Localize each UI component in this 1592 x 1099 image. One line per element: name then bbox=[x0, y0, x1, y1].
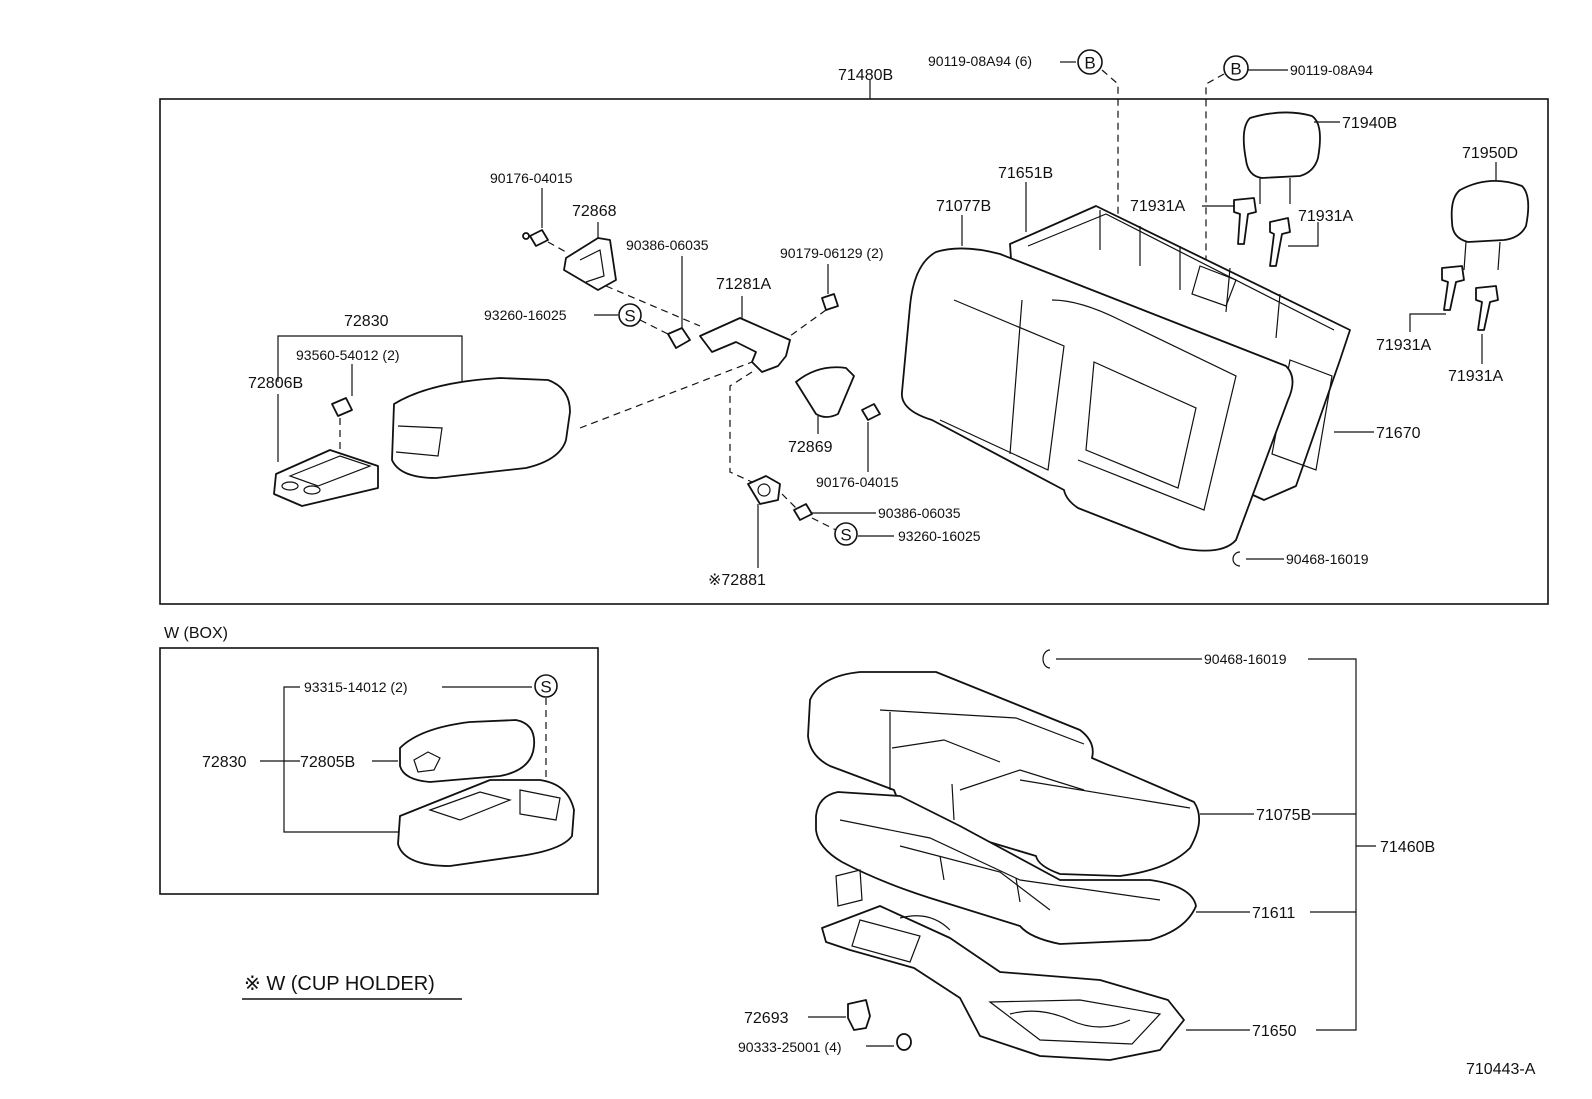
label-nut-upper: 90386-06035 bbox=[626, 237, 709, 253]
bracket-lower bbox=[795, 366, 855, 418]
marker-s-lower bbox=[834, 522, 858, 546]
hog-ring-cushion-icon bbox=[1042, 649, 1051, 669]
seatback-frame bbox=[159, 98, 1549, 605]
label-cup-holder: ※72881 bbox=[708, 572, 766, 589]
label-bracket-upper: 72868 bbox=[572, 203, 617, 220]
box-lid bbox=[399, 719, 536, 783]
label-frame: 71651B bbox=[998, 165, 1053, 182]
label-bushing-upper: 93260-16025 bbox=[484, 307, 567, 323]
label-nut-lower: 90386-06035 bbox=[878, 505, 961, 521]
screw-lower-icon bbox=[861, 403, 881, 421]
hog-ring-icon bbox=[1232, 551, 1241, 567]
armrest bbox=[391, 377, 571, 479]
cushion-frame bbox=[821, 869, 1185, 1061]
label-headrest-right: 71940B bbox=[1342, 115, 1397, 132]
cushion-cover bbox=[807, 671, 1200, 877]
label-armrest-insert: 72806B bbox=[248, 375, 303, 392]
marker-s-box-text: S bbox=[540, 678, 551, 697]
label-cushion-frame: 71650 bbox=[1252, 1023, 1297, 1040]
screw-top-icon bbox=[522, 229, 549, 247]
label-support-1: 71931A bbox=[1130, 198, 1185, 215]
headrest-right bbox=[1242, 111, 1321, 204]
label-hog-ring: 90468-16019 bbox=[1286, 551, 1369, 567]
label-screw-lower: 90176-04015 bbox=[816, 474, 899, 490]
marker-b-right bbox=[1223, 55, 1249, 81]
support-1 bbox=[1233, 197, 1257, 245]
label-cushion-cover: 71075B bbox=[1256, 807, 1311, 824]
label-clip: 90333-25001 (4) bbox=[738, 1039, 842, 1055]
label-hinge: 71281A bbox=[716, 276, 771, 293]
box-base bbox=[397, 779, 575, 867]
label-screw-armrest: 93560-54012 (2) bbox=[296, 347, 400, 363]
nut-lower-icon bbox=[793, 503, 813, 521]
support-4 bbox=[1475, 285, 1499, 331]
support-2 bbox=[1269, 217, 1291, 267]
seatback-cover bbox=[901, 247, 1294, 552]
marker-b-left bbox=[1077, 49, 1103, 75]
cushion-pad bbox=[815, 791, 1197, 945]
label-seatback-assembly: 71480B bbox=[838, 67, 893, 84]
support-3 bbox=[1441, 265, 1465, 311]
label-bolt-b-6: 90119-08A94 (6) bbox=[928, 53, 1032, 69]
bracket-upper bbox=[563, 237, 617, 291]
label-headrest-left: 71950D bbox=[1462, 145, 1518, 162]
nut-upper-icon bbox=[667, 327, 691, 349]
label-bracket-lower: 72869 bbox=[788, 439, 833, 456]
screw-armrest-icon bbox=[331, 397, 353, 417]
label-bolt-b: 90119-08A94 bbox=[1290, 62, 1373, 78]
marker-s-box bbox=[534, 674, 558, 698]
label-nut-2: 90179-06129 (2) bbox=[780, 245, 884, 261]
label-bushing-lower: 93260-16025 bbox=[898, 528, 981, 544]
label-box-title: W (BOX) bbox=[164, 625, 228, 642]
marker-s-upper bbox=[618, 303, 642, 327]
marker-s-upper-text: S bbox=[624, 307, 635, 326]
nut-2-icon bbox=[821, 293, 839, 311]
label-cover-back: 71077B bbox=[936, 198, 991, 215]
label-cushion-hog-ring: 90468-16019 bbox=[1204, 651, 1287, 667]
label-support-2: 71931A bbox=[1298, 208, 1353, 225]
hook bbox=[847, 999, 871, 1031]
headrest-left bbox=[1450, 179, 1530, 271]
label-screw-top: 90176-04015 bbox=[490, 170, 573, 186]
marker-s-lower-text: S bbox=[840, 526, 851, 545]
label-note: ※ W (CUP HOLDER) bbox=[244, 973, 435, 995]
cup-holder bbox=[747, 475, 781, 505]
hinge bbox=[699, 317, 791, 373]
marker-b-left-text: B bbox=[1084, 54, 1095, 73]
clip-icon bbox=[896, 1033, 912, 1051]
label-support-3: 71931A bbox=[1376, 337, 1431, 354]
label-support-4: 71931A bbox=[1448, 368, 1503, 385]
label-hook: 72693 bbox=[744, 1010, 789, 1027]
label-box-screw: 93315-14012 (2) bbox=[304, 679, 408, 695]
label-box-lid: 72805B bbox=[300, 754, 355, 771]
armrest-insert bbox=[273, 449, 379, 507]
marker-b-right-text: B bbox=[1230, 60, 1241, 79]
diagram-id: 710443-A bbox=[1466, 1061, 1536, 1078]
label-armrest-assy: 72830 bbox=[344, 313, 389, 330]
box-variant-frame bbox=[159, 647, 599, 895]
label-cushion-pad: 71611 bbox=[1252, 905, 1295, 922]
label-cushion-assembly: 71460B bbox=[1380, 839, 1435, 856]
label-box-armrest-assy: 72830 bbox=[202, 754, 247, 771]
label-seatback-pad: 71670 bbox=[1376, 425, 1421, 442]
